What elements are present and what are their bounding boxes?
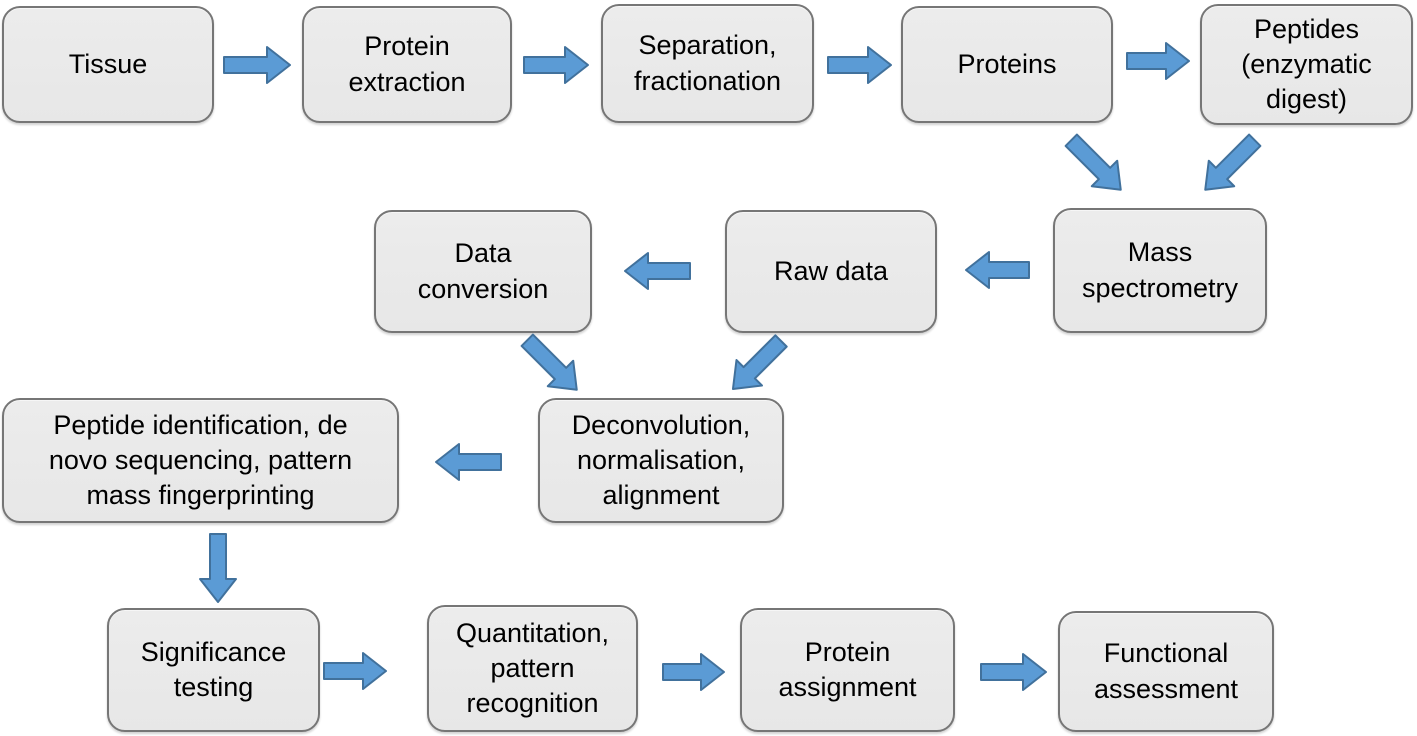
box-label-line: Tissue (68, 48, 148, 79)
box-label-line: Quantitation, (455, 617, 610, 648)
box-label-line: (enzymatic (1241, 48, 1372, 79)
arrow-proteins-to-peptides (1126, 42, 1190, 80)
arrow-separation-to-proteins (826, 46, 892, 84)
arrow-data-conversion-to-deconvolution (520, 333, 578, 391)
flowchart-box-significance-testing: Significance testing (107, 608, 320, 732)
arrow-shape (731, 334, 788, 391)
arrow-peptides-to-mass-spectrometry (1204, 133, 1262, 191)
flowchart-box-separation: Separation, fractionation (601, 4, 814, 123)
flowchart-box-protein-extraction: Protein extraction (302, 6, 512, 123)
arrow-tissue-to-protein-extraction (223, 46, 291, 84)
arrow-quantitation-to-protein-assignment (661, 653, 725, 691)
box-label: Quantitation, pattern recognition (429, 616, 636, 721)
box-label: Deconvolution, normalisation, alignment (540, 408, 782, 513)
flowchart-box-peptide-identification: Peptide identification, de novo sequencin… (2, 398, 399, 523)
box-label-line: Functional (1103, 638, 1229, 669)
arrow-shape (1204, 133, 1262, 191)
box-label-line: pattern (490, 652, 575, 683)
arrow-shape (1064, 133, 1122, 191)
box-label-line: Deconvolution, (571, 409, 751, 440)
arrow-protein-extraction-to-separation (523, 46, 589, 84)
box-label-line: Peptides (1253, 13, 1360, 44)
arrow-shape (199, 533, 237, 603)
arrow-deconvolution-to-peptide-identification (434, 443, 502, 481)
arrow-mass-spectrometry-to-raw-data (964, 251, 1030, 289)
box-label: Mass spectrometry (1055, 235, 1265, 305)
flowchart-box-quantitation: Quantitation, pattern recognition (427, 605, 638, 732)
box-label-line: assessment (1093, 673, 1239, 704)
box-label-line: assignment (778, 672, 917, 702)
box-label: Protein extraction (304, 29, 510, 99)
box-label-line: Peptide identification, de (53, 409, 348, 440)
box-label-line: Significance (140, 636, 287, 667)
box-label-line: conversion (417, 273, 549, 304)
flowchart-box-functional-assessment: Functional assessment (1058, 611, 1274, 732)
arrow-shape (964, 251, 1030, 289)
arrow-shape (323, 652, 387, 690)
box-label-line: alignment (602, 480, 720, 511)
arrow-significance-testing-to-quantitation (323, 652, 387, 690)
arrow-raw-data-to-deconvolution (731, 334, 788, 391)
flowchart-box-deconvolution: Deconvolution, normalisation, alignment (538, 398, 784, 523)
arrow-shape (523, 46, 589, 84)
arrow-shape (223, 46, 291, 84)
arrow-shape (979, 653, 1047, 691)
flowchart-box-raw-data: Raw data (725, 210, 937, 333)
arrow-shape (623, 252, 691, 290)
box-label-line: digest) (1265, 84, 1348, 115)
box-label: Separation, fractionation (603, 28, 812, 98)
box-label: Raw data (727, 254, 935, 289)
box-label: Tissue (4, 47, 212, 82)
arrow-shape (520, 333, 578, 391)
box-label-line: Separation, (638, 30, 777, 61)
arrow-proteins-to-mass-spectrometry (1064, 133, 1122, 191)
box-label-line: Protein (364, 31, 450, 62)
box-label: Functional assessment (1060, 636, 1272, 706)
flowchart-box-proteins: Proteins (901, 6, 1113, 123)
flowchart-box-mass-spectrometry: Mass spectrometry (1053, 208, 1267, 333)
box-label-line: mass fingerprinting (86, 480, 315, 511)
box-label-line: Protein (804, 636, 891, 667)
flowchart-box-tissue: Tissue (2, 6, 214, 123)
box-label-line: normalisation, (576, 444, 746, 475)
arrow-peptide-identification-to-significance-testing (199, 533, 237, 603)
arrow-shape (434, 443, 502, 481)
arrow-shape (661, 653, 725, 691)
box-label-line: novo sequencing, pattern (48, 444, 353, 475)
flowchart-box-protein-assignment: Protein assignment (740, 608, 955, 732)
arrow-shape (826, 46, 892, 84)
box-label-line: Mass (1127, 237, 1193, 268)
box-label-line: Proteins (957, 48, 1057, 79)
box-label: Peptides (enzymatic digest) (1202, 12, 1411, 117)
box-label-line: Raw data (773, 255, 889, 286)
box-label: Protein assignment (742, 635, 953, 705)
box-label: Proteins (903, 47, 1111, 82)
box-label: Significance testing (109, 635, 318, 705)
arrow-shape (1126, 42, 1190, 80)
arrow-protein-assignment-to-functional-assessment (979, 653, 1047, 691)
box-label-line: spectrometry (1081, 272, 1239, 303)
arrow-raw-data-to-data-conversion (623, 252, 691, 290)
flowchart-box-peptides: Peptides (enzymatic digest) (1200, 4, 1413, 125)
box-label-line: testing (173, 672, 254, 702)
box-label: Peptide identification, de novo sequencin… (4, 408, 397, 513)
box-label-line: recognition (466, 688, 599, 719)
box-label-line: fractionation (633, 65, 782, 96)
flowchart-box-data-conversion: Data conversion (374, 210, 592, 333)
box-label: Data conversion (376, 236, 590, 306)
box-label-line: extraction (348, 66, 466, 97)
box-label-line: Data (454, 238, 512, 269)
